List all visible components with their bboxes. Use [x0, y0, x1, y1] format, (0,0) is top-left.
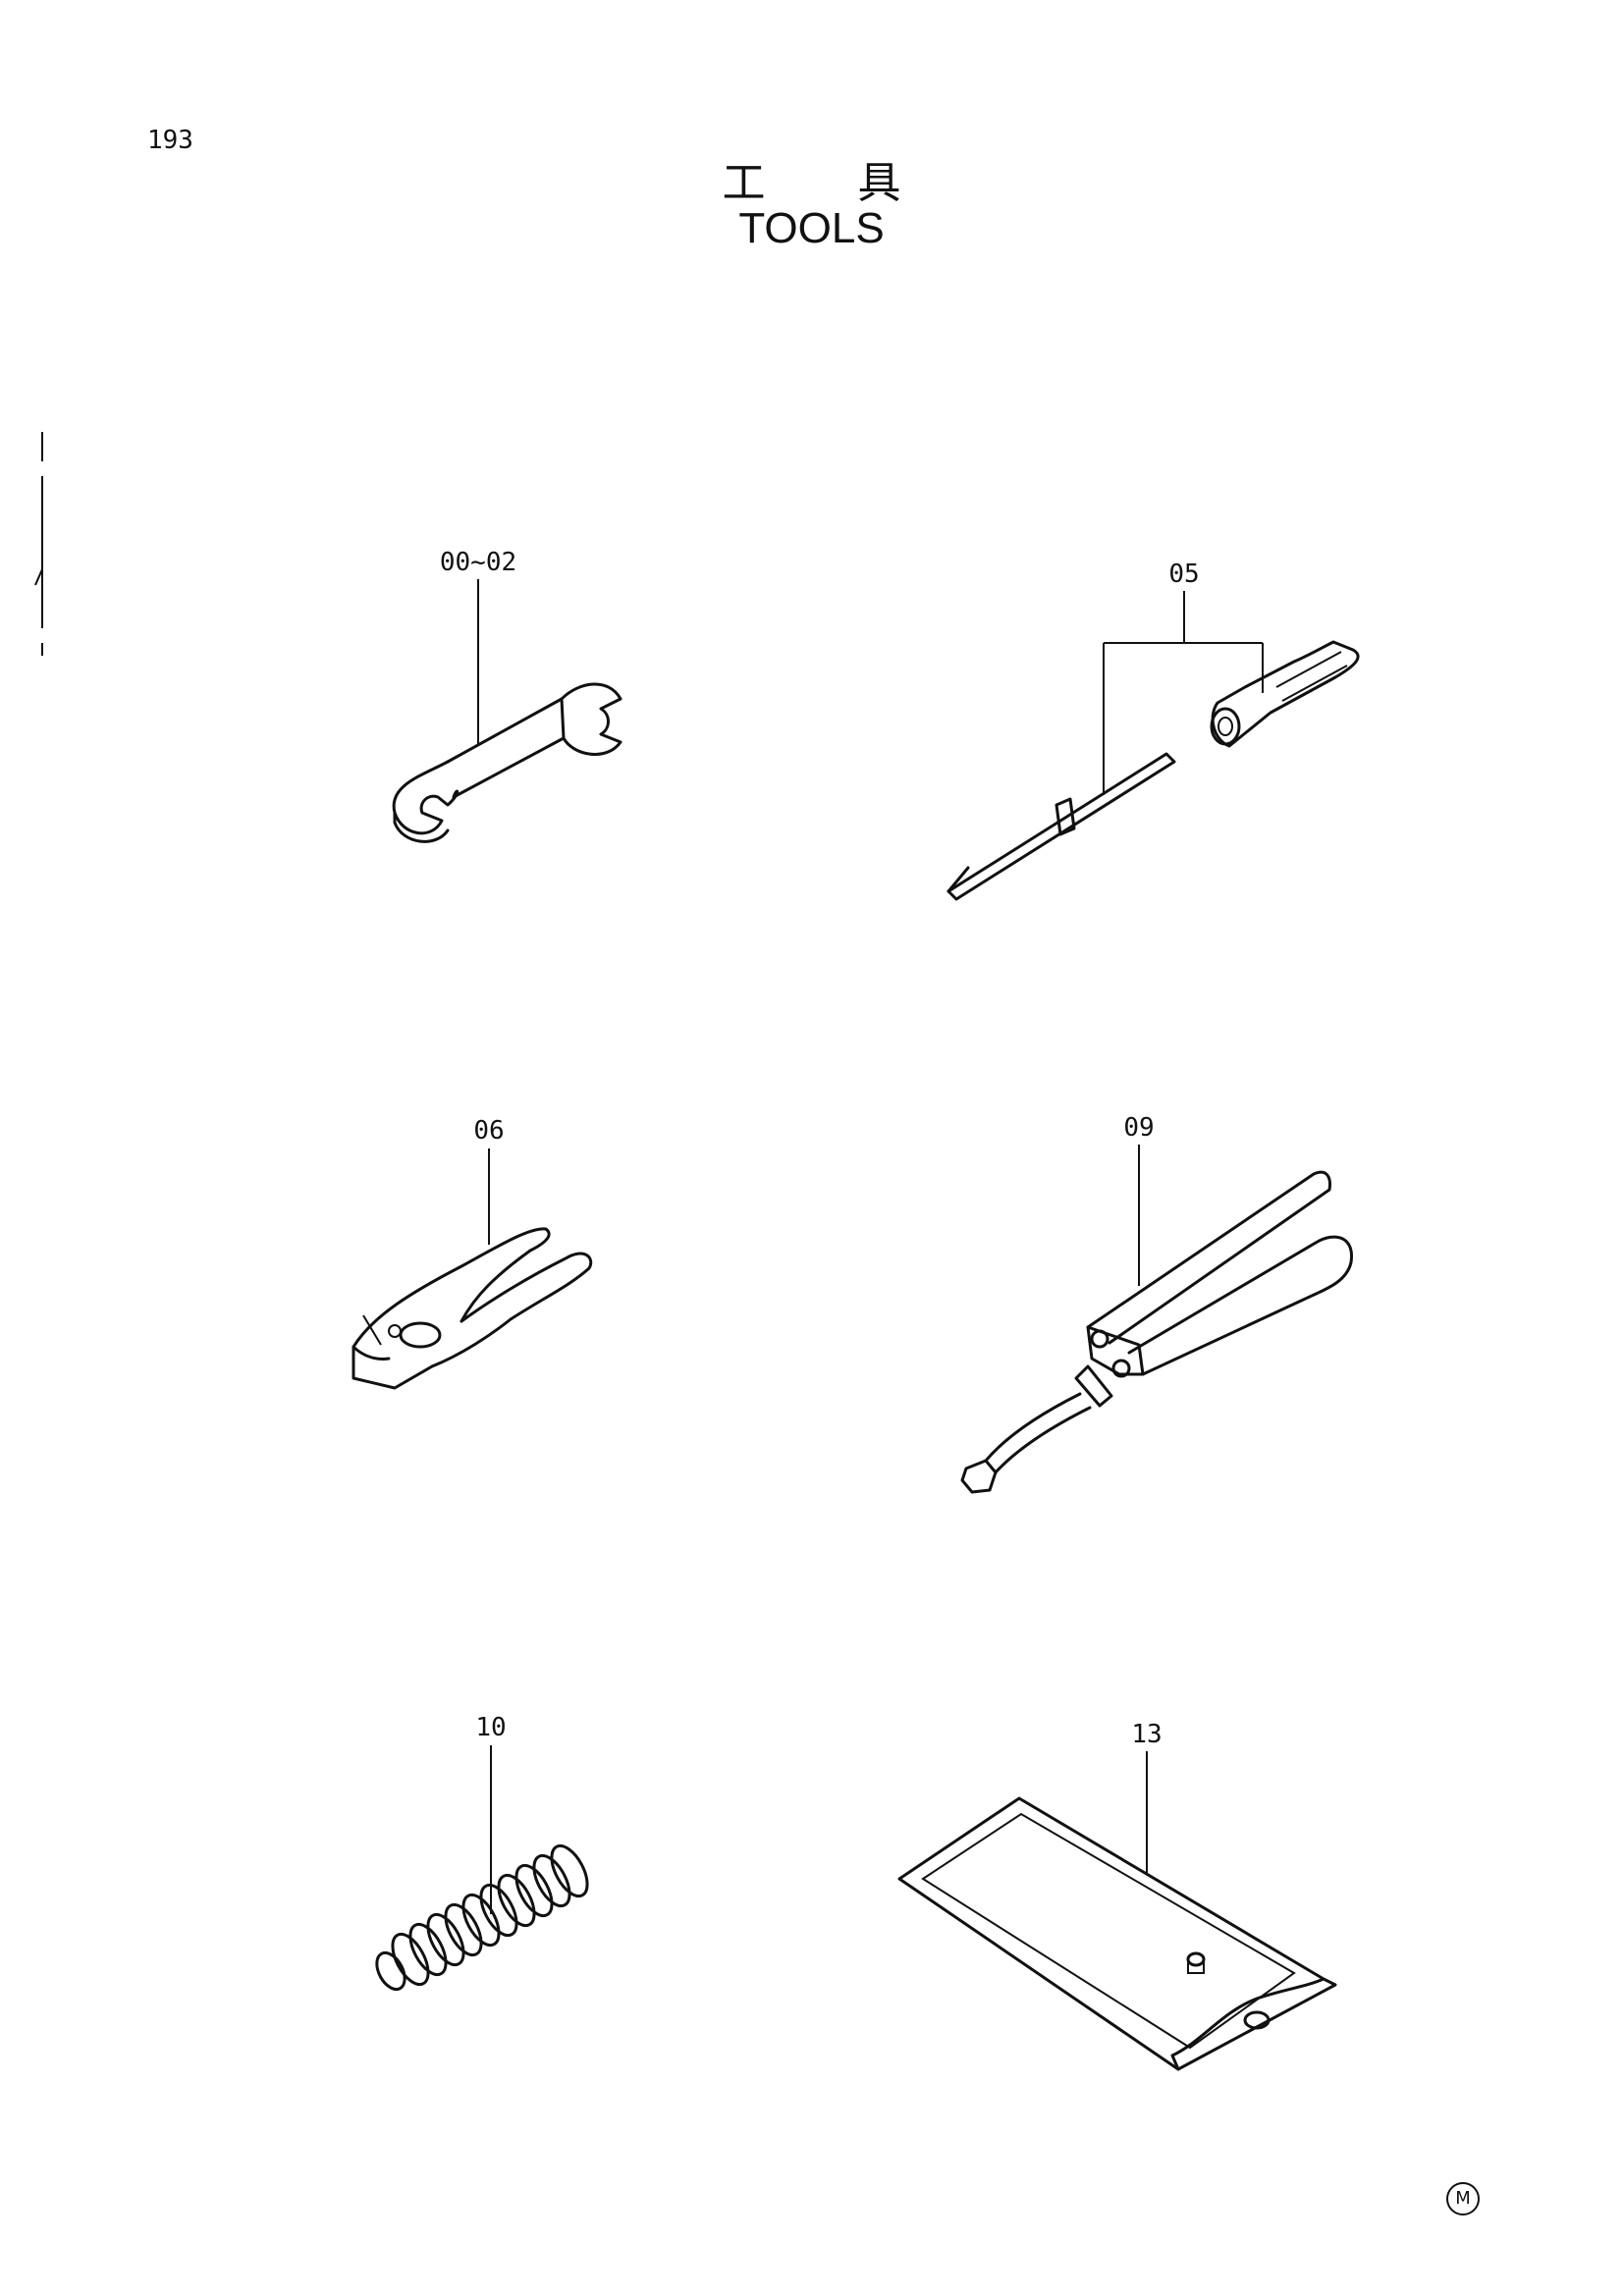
tool-bag-illustration — [897, 1751, 1337, 2071]
corner-mark-circled-m: M — [1446, 2182, 1480, 2216]
callout-label-screwdriver: 05 — [1168, 560, 1200, 589]
binding-margin-marks — [34, 432, 43, 656]
callout-label-wrench: 00~02 — [439, 548, 517, 577]
callout-label-tool-bag: 13 — [1131, 1720, 1163, 1749]
callout-label-pliers: 06 — [473, 1116, 505, 1146]
spring-illustration — [375, 1745, 589, 1992]
wrench-illustration — [392, 579, 622, 843]
page-title-japanese: 工 具 — [722, 158, 941, 208]
screwdriver-illustration — [947, 591, 1360, 901]
callout-label-spring: 10 — [475, 1713, 507, 1742]
pliers-illustration — [352, 1148, 593, 1390]
page-number: 193 — [147, 126, 193, 155]
page-title: TOOLS — [738, 204, 885, 252]
grease-gun-illustration — [960, 1145, 1353, 1494]
callout-label-grease-gun: 09 — [1123, 1113, 1155, 1143]
